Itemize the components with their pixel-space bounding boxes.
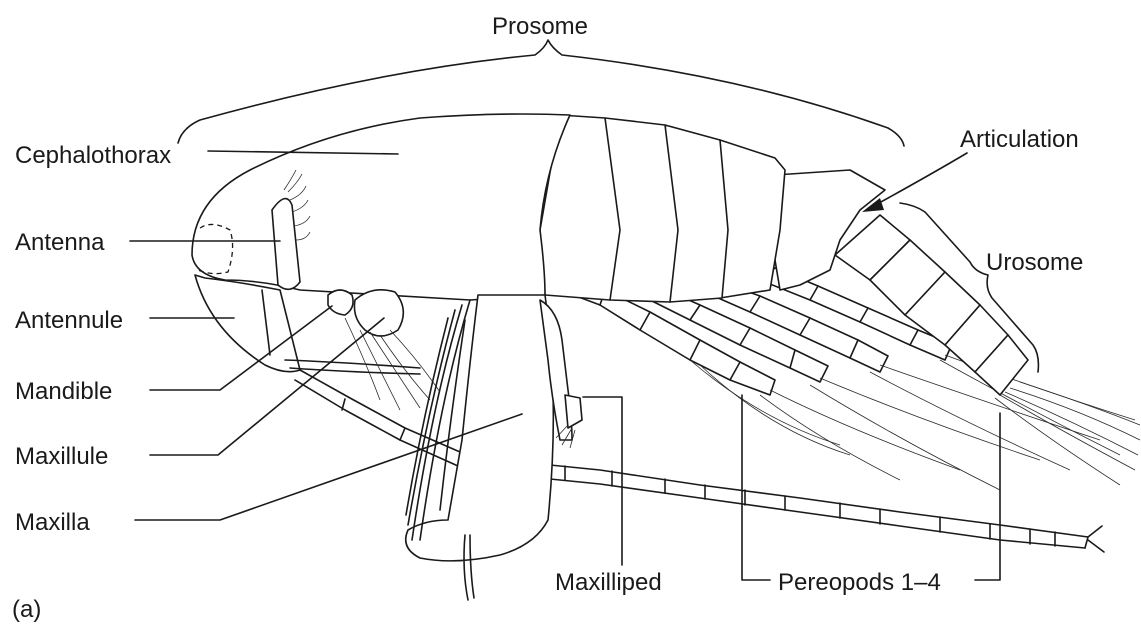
- label-mandible: Mandible: [15, 378, 112, 405]
- label-articulation: Articulation: [960, 126, 1079, 153]
- label-urosome: Urosome: [986, 249, 1083, 276]
- label-maxilla: Maxilla: [15, 509, 90, 536]
- label-maxillule: Maxillule: [15, 443, 108, 470]
- prosome-segments: [540, 115, 885, 302]
- label-cephalothorax: Cephalothorax: [15, 142, 171, 169]
- label-antennule: Antennule: [15, 307, 123, 334]
- maxilliped-leader: [583, 397, 622, 565]
- antennule-whip: [300, 370, 1088, 537]
- label-antenna: Antenna: [15, 229, 105, 256]
- label-pereopods: Pereopods 1–4: [778, 569, 941, 596]
- pereopods-leader-b: [975, 413, 1000, 580]
- panel-label: (a): [12, 596, 41, 623]
- articulation-leader: [870, 153, 967, 208]
- pereopods-leader-a: [742, 395, 770, 580]
- label-maxilliped: Maxilliped: [555, 569, 662, 596]
- cephalothorax-shell: [192, 114, 570, 300]
- antennule-whip-lower: [295, 380, 1085, 548]
- label-prosome: Prosome: [492, 13, 588, 40]
